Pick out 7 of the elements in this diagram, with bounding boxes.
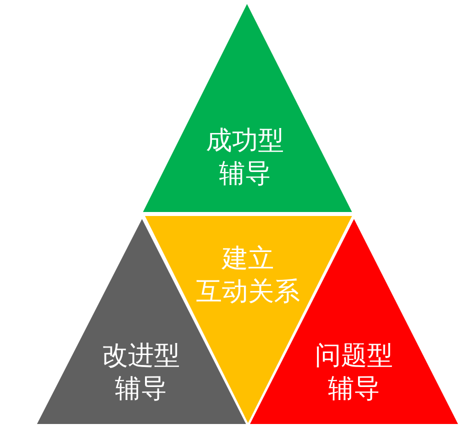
triangle-segment	[37, 219, 246, 424]
triangle-segment	[250, 219, 458, 424]
segment-label: 建立互动关系	[195, 243, 301, 308]
triangle-segment	[143, 4, 352, 212]
segment-label: 问题型辅导	[314, 340, 394, 405]
segment-label: 成功型辅导	[205, 125, 285, 190]
segment-label: 改进型辅导	[101, 340, 181, 405]
